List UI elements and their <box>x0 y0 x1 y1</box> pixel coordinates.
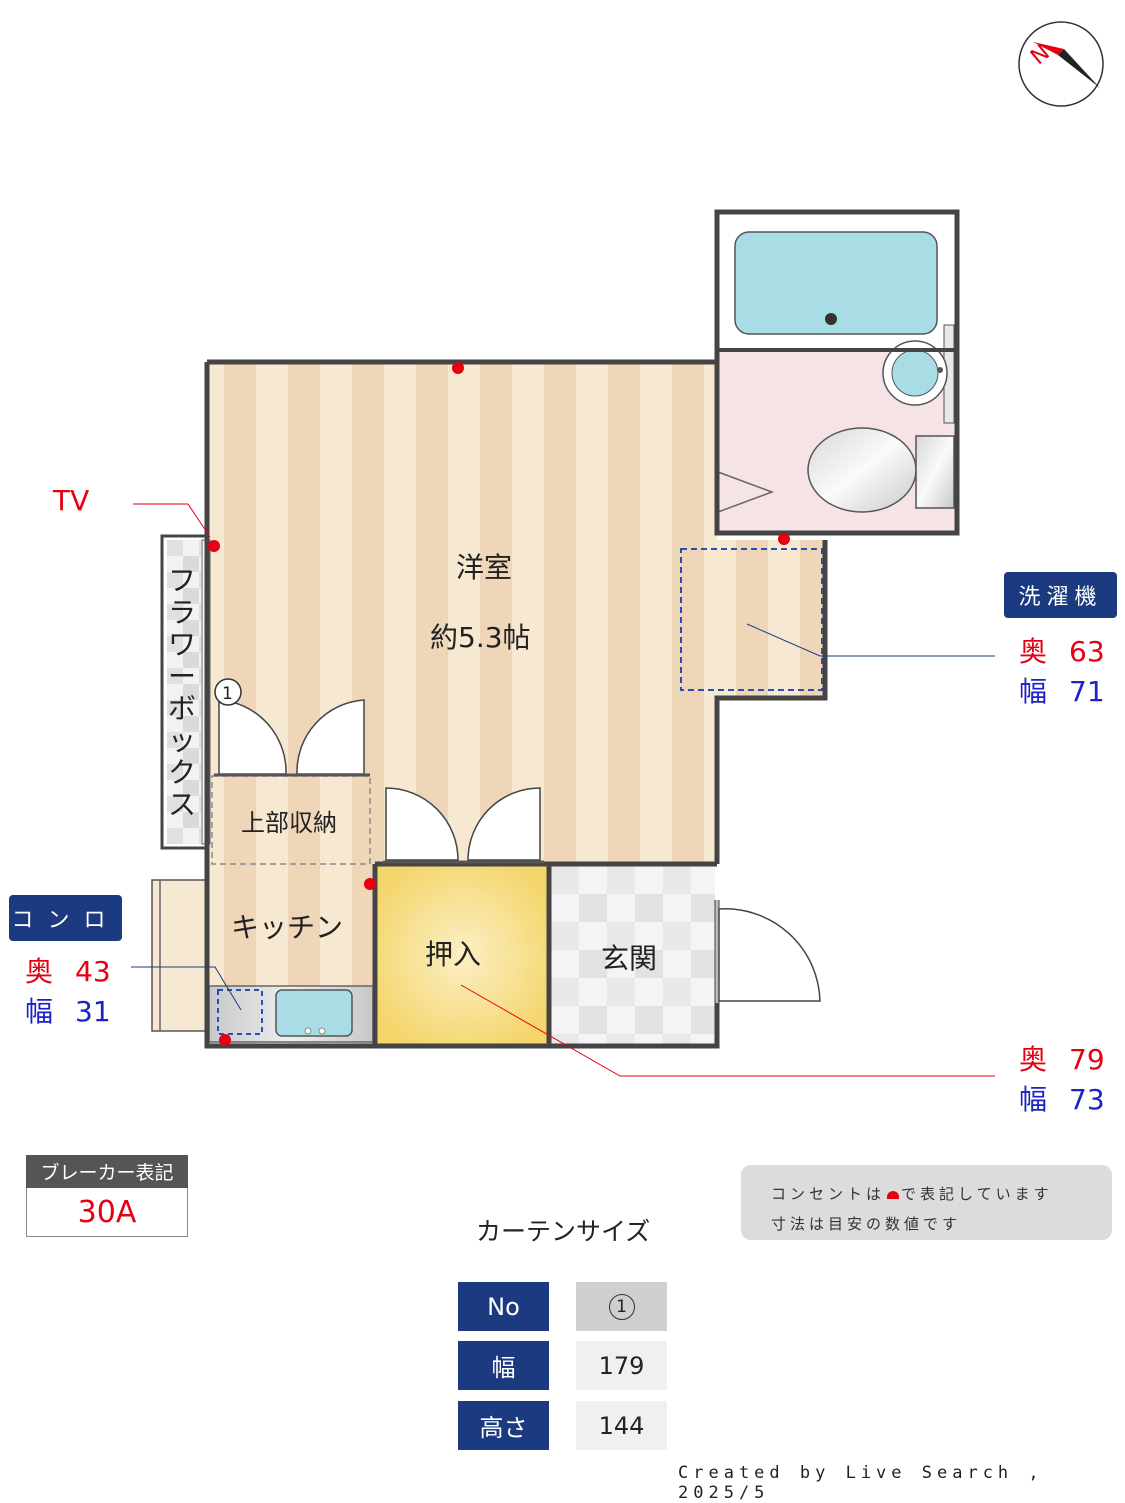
closet-width: 幅 73 <box>1019 1078 1105 1118</box>
stove-width-label: 幅 <box>25 995 54 1028</box>
upper-storage-label: 上部収納 <box>241 809 337 837</box>
washer-title: 洗濯機 <box>1004 572 1117 618</box>
entrance-area <box>551 866 715 1044</box>
credit-line: Created by Live Search , 2025/5 <box>678 1463 1044 1503</box>
curtain-no-marker: 1 <box>608 1293 635 1320</box>
window-marker-label: 1 <box>222 684 233 704</box>
stove-width: 幅 31 <box>25 990 111 1030</box>
curtain-value-width: 179 <box>576 1341 667 1390</box>
curtain-title: カーテンサイズ <box>476 1217 651 1246</box>
kitchen-label: キッチン <box>231 911 344 944</box>
breaker-title: ブレーカー表記 <box>26 1155 188 1188</box>
closet-area <box>377 866 549 1044</box>
washer-width-label: 幅 <box>1019 675 1048 708</box>
outlet-symbol-icon <box>887 1190 900 1199</box>
outlets <box>208 362 790 1046</box>
washer-depth-label: 奥 <box>1019 635 1048 668</box>
kitchen-counter <box>208 985 374 1043</box>
closet-depth-label: 奥 <box>1019 1043 1048 1076</box>
stove-width-value: 31 <box>75 995 111 1028</box>
stove-depth: 奥 43 <box>25 950 111 990</box>
curtain-header-width: 幅 <box>458 1341 549 1390</box>
tv-label: TV <box>53 484 90 517</box>
washer-depth: 奥 63 <box>1019 630 1105 670</box>
flower-box-label: フラワーボックス <box>167 564 196 821</box>
compass: N <box>1018 21 1104 107</box>
stove-depth-label: 奥 <box>25 955 54 988</box>
washer-space <box>680 548 823 691</box>
stove-depth-value: 43 <box>75 955 111 988</box>
closet-depth: 奥 79 <box>1019 1038 1105 1078</box>
bathroom <box>717 213 957 532</box>
stove-title: コンロ <box>9 895 122 941</box>
note-line1-b: で表記しています <box>901 1185 1053 1203</box>
breaker-value: 30A <box>26 1188 188 1237</box>
closet-width-label: 幅 <box>1019 1083 1048 1116</box>
closet-depth-value: 79 <box>1069 1043 1105 1076</box>
curtain-header-no: No <box>458 1282 549 1331</box>
outlet-note: コンセントはで表記しています 寸法は目安の数値です <box>741 1165 1112 1240</box>
note-line2: 寸法は目安の数値です <box>771 1215 962 1233</box>
entrance-label: 玄関 <box>601 942 658 975</box>
kitchen-side-panel <box>151 879 207 1032</box>
window-marker <box>214 678 242 706</box>
western-room-size: 約5.3帖 <box>430 621 531 654</box>
washer-width-value: 71 <box>1069 675 1105 708</box>
note-line1-a: コンセントは <box>771 1185 886 1203</box>
curtain-value-no: 1 <box>576 1282 667 1331</box>
washer-width: 幅 71 <box>1019 670 1105 710</box>
doors <box>218 699 821 1002</box>
leader-lines <box>131 503 995 1077</box>
closet-width-value: 73 <box>1069 1083 1105 1116</box>
western-room-name: 洋室 <box>456 551 513 584</box>
upper-storage-outline <box>211 775 371 865</box>
curtain-header-height: 高さ <box>458 1401 549 1450</box>
washer-depth-value: 63 <box>1069 635 1105 668</box>
curtain-value-height: 144 <box>576 1401 667 1450</box>
closet-label: 押入 <box>425 938 482 971</box>
